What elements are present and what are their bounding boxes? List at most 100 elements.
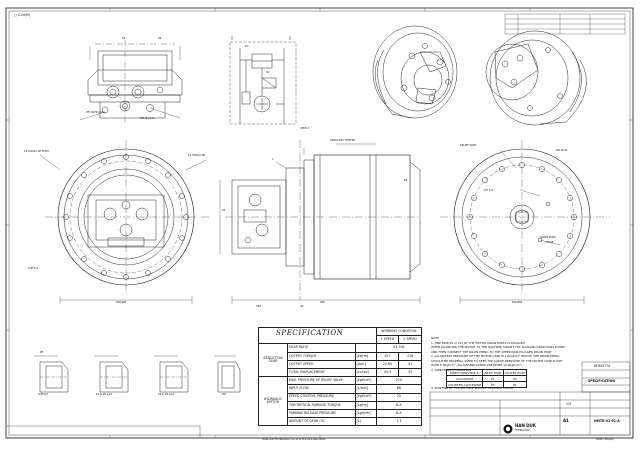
note-port-e: PP	[40, 351, 44, 354]
label-drain-port: DRAIN PORT	[540, 236, 556, 239]
outer-frame	[5, 7, 634, 439]
note-port-a: 4-PF1/4	[38, 393, 48, 396]
spec-item: THEORETICAL PARKING TORQUE	[287, 400, 356, 410]
note-line: WHEN MOUNTING THE MOTOR TO THE MACHINE, …	[431, 345, 566, 349]
label-sv: SV	[266, 71, 270, 74]
spec-item: AMOUNT OF GEAR OIL	[287, 417, 356, 427]
zone-ticks	[6, 8, 633, 438]
note-line: 1. ONE SIDE(P1 or P2) OF THE MOTOR DRAIN…	[431, 340, 526, 345]
tb-drawing-title: SPECIFICATION	[588, 379, 615, 383]
label-dim-64: 64	[122, 37, 126, 40]
tb-sheet: A1	[563, 418, 569, 423]
isometric-view-left	[372, 25, 458, 119]
spec-speed2: 35	[398, 367, 422, 378]
rot-s0: COUNTER CLOCKWISE	[445, 381, 484, 388]
port-detail-3	[154, 355, 189, 393]
speed2-label: 2 SPEED	[398, 335, 422, 345]
label-relief-port: RELIEF PORT	[460, 144, 477, 147]
label-drain-size: PF3/8	[546, 241, 554, 244]
spec-unit: [kgf·m]	[354, 400, 377, 410]
spec-speed1: 20	[375, 392, 423, 402]
label-dim-2: 2-PF1/4	[28, 267, 38, 270]
label-sprocket-center: SPROCKET CENTER	[330, 139, 356, 142]
label-pcd-a: PCD400	[116, 301, 127, 304]
title-block	[6, 361, 631, 438]
label-l-dim: L	[272, 158, 274, 161]
spec-speed1: 1.3	[375, 417, 423, 427]
spec-item: OUTPUT TORQUE	[287, 351, 356, 361]
spec-item: SPEED CONTROL PRESSURE	[287, 392, 356, 402]
hydraulic-schematic	[229, 36, 297, 125]
note-port-b: P1 & P2 port	[96, 393, 113, 396]
spec-unit: [kgf/cm²]	[354, 408, 377, 419]
rotation-table: DIRECTION(VIEW X) INLET PORT OUTLET PORT…	[445, 369, 528, 388]
spec-speed1: 617	[375, 351, 400, 361]
label-pcd-b: PCD405	[512, 301, 523, 304]
rotation-row-ccw: COUNTER CLOCKWISE P2 P1	[445, 381, 528, 388]
spec-speed1: 53.706	[375, 343, 423, 353]
spec-speed1: 210	[375, 376, 423, 386]
company-logo	[503, 424, 513, 434]
spec-table: WORKING CONDITION 1 SPEED 2 SPEED REDUCT…	[258, 326, 423, 427]
label-kv: KV	[245, 45, 249, 48]
spec-item: GEAR RATIO	[287, 343, 356, 353]
label-view-a: VIEW A	[300, 127, 310, 130]
spec-title-cell	[258, 326, 377, 345]
front-view-right	[440, 140, 610, 304]
note-port-d: DR	[222, 393, 226, 396]
spec-speed1: N.A	[375, 408, 423, 419]
label-dim-180: 180	[256, 305, 261, 308]
note-line: SHOULD BE PROPERLY SIZED TO KEEP THE SUR…	[431, 358, 563, 363]
port-detail-2	[94, 355, 129, 393]
tb-model: HDMO77A	[594, 364, 611, 368]
spec-unit: [L]	[354, 417, 377, 427]
spec-item: OUTPUT SPEED	[287, 359, 356, 369]
side-section-view	[219, 140, 421, 304]
tb-company: HAN DUK	[515, 423, 536, 428]
spec-unit: [cc/rev]	[354, 367, 377, 378]
front-view-left	[39, 140, 210, 304]
port-details	[34, 355, 241, 393]
spec-item: INPUT FLOW	[287, 384, 356, 394]
note-line: 2. ALLOWABLE PRESSURE OF THE MOTOR CASE …	[431, 354, 560, 358]
isometric-view-right	[485, 30, 587, 126]
rot-s1: P2	[482, 381, 504, 388]
label-flange-note-b: 13-M16x2.0P	[188, 154, 205, 157]
spec-unit: [rpm]	[354, 359, 377, 369]
notes-heading: NOTE	[431, 336, 440, 340]
spec-speed2: 418	[398, 351, 422, 361]
note-line: AND THEN CONNECT THE DRAIN PIPING TO THE…	[431, 349, 553, 354]
revision-block	[504, 13, 626, 35]
spec-group: HYDRAULIC MOTOR	[258, 376, 288, 427]
spec-speed1: N.A	[375, 400, 423, 410]
tb-drawing-no: HMTR-01-01-A	[594, 419, 620, 423]
spec-unit	[354, 343, 377, 353]
footer-right: HDM7-05(A4)	[596, 438, 614, 441]
label-dim-200: 200	[320, 301, 325, 304]
spec-header-row: WORKING CONDITION	[258, 326, 423, 345]
spec-unit: [L/min]	[354, 384, 377, 394]
spec-speed1: 88	[375, 384, 423, 394]
label-dim-66: 66	[404, 179, 408, 182]
note-line: OVER 5.0kgf/cm² (ALLOWABLE SURGE PRESSUR…	[431, 363, 522, 367]
working-condition: WORKING CONDITION	[375, 326, 423, 337]
spec-group: REDUCTION GEAR	[258, 343, 288, 378]
port-detail-1	[34, 355, 69, 393]
valve-block-top-view	[79, 40, 183, 125]
spec-unit: [kgf·m]	[354, 351, 377, 361]
spec-item: MAX. PRESSURE OF RELIEF VALVE	[287, 376, 356, 386]
label-dim-20: 20	[222, 209, 226, 212]
note-line: 4. PAINTING OF THE OUTSIDE SHOULD BE BLA…	[431, 386, 514, 390]
spec-speed2: 41	[398, 359, 422, 369]
spec-unit: [kgf/cm²]	[354, 376, 377, 386]
speed1-label: 1 SPEED	[375, 335, 400, 345]
stamp-top-left: □ C-NI(M)	[14, 13, 30, 17]
label-pp-ports: PF1/4(PP port)	[86, 111, 105, 114]
spec-unit: [kgf/cm²]	[354, 392, 377, 402]
label-speed-port: P/T 1/4	[484, 189, 494, 192]
